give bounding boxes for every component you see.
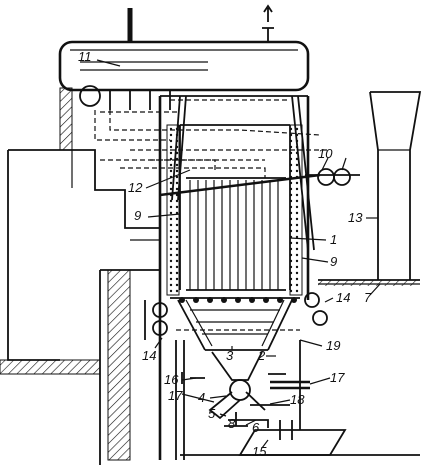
support-columns <box>175 340 301 460</box>
label-7: 7 <box>364 290 372 305</box>
label-4: 4 <box>198 390 205 405</box>
label-6: 6 <box>252 420 260 435</box>
label-9-lower: 9 <box>330 254 337 269</box>
label-16: 16 <box>164 372 179 387</box>
label-9-upper: 9 <box>134 208 141 223</box>
label-12: 12 <box>128 180 143 195</box>
label-14-left: 14 <box>142 348 156 363</box>
label-8: 8 <box>228 416 236 431</box>
label-13: 13 <box>348 210 363 225</box>
label-18: 18 <box>290 392 305 407</box>
left-building-wall <box>0 87 160 465</box>
burner-manifold <box>159 168 360 197</box>
label-17-right: 17 <box>330 370 345 385</box>
label-15: 15 <box>252 444 267 459</box>
screen-tubes <box>186 177 286 291</box>
downcomer-pipes <box>94 95 330 251</box>
fuel-bunker <box>318 91 422 286</box>
label-11: 11 <box>78 49 92 64</box>
label-14-right: 14 <box>336 290 350 305</box>
label-5: 5 <box>208 406 216 421</box>
lower-cone <box>170 297 300 351</box>
label-3: 3 <box>226 348 234 363</box>
steam-drum <box>58 4 310 113</box>
label-1: 1 <box>330 232 337 247</box>
ring-headers <box>144 292 328 340</box>
ash-bin <box>180 420 420 456</box>
ash-discharge <box>181 351 310 428</box>
leader-lines <box>96 59 381 449</box>
callout-labels: 11 10 12 9 13 1 9 14 7 19 14 3 2 16 17 1… <box>78 49 372 459</box>
label-10: 10 <box>318 146 333 161</box>
label-19: 19 <box>326 338 340 353</box>
label-2: 2 <box>257 348 266 363</box>
label-17-left: 17 <box>168 388 183 403</box>
